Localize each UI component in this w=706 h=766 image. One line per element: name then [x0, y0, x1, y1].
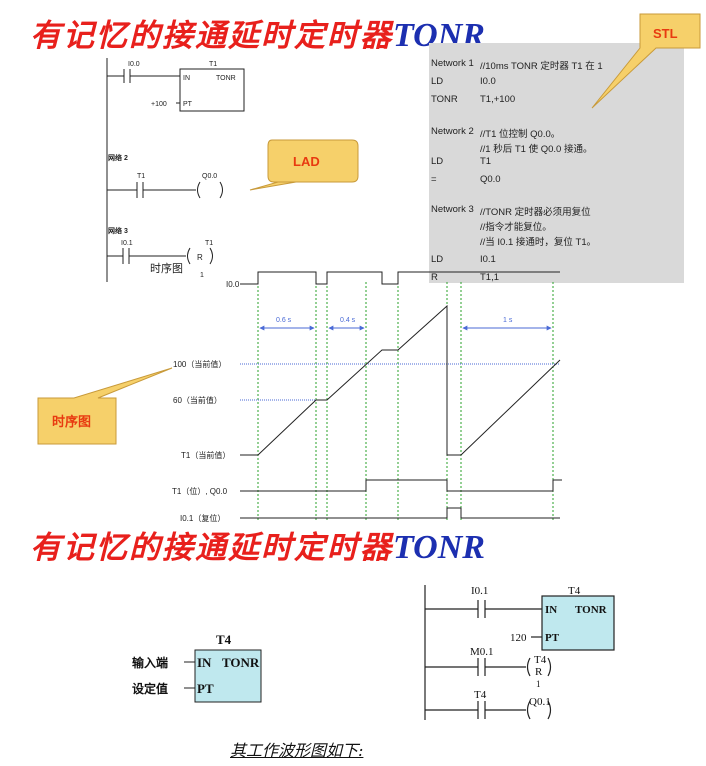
setpoint-label: 设定值 — [132, 681, 168, 696]
stl-listing — [429, 43, 684, 283]
stl-op: Network 3 — [431, 204, 474, 215]
signal-label: 100（当前值） — [173, 359, 226, 369]
stl-op: R — [431, 272, 438, 283]
title-cn: 有记忆的接通延时定时器 — [30, 530, 393, 566]
callout-lad: LAD — [249, 139, 359, 191]
stl-op: LD — [431, 76, 444, 87]
box-title: T4 — [216, 632, 232, 647]
in-label: IN — [183, 75, 190, 82]
box-type: TONR — [222, 655, 260, 670]
coil-label: T4 — [534, 654, 547, 666]
stl-arg: Q0.0 — [480, 174, 501, 185]
interval-label: 1 s — [503, 317, 513, 324]
coil-label: Q0.0 — [202, 173, 217, 180]
input-label: 输入端 — [132, 655, 168, 670]
section-title: 有记忆的接通延时定时器TONR — [30, 522, 485, 567]
stl-arg: T1,1 — [480, 272, 500, 283]
stl-arg: //1 秒后 T1 使 Q0.0 接通。 — [480, 144, 593, 155]
network-header: 网络 3 — [108, 226, 128, 235]
overlay-label: 时序图 — [150, 261, 183, 275]
timer-box-t1 — [179, 68, 245, 112]
bottom-timer-box: T4 IN TONR PT 输入端 设定值 — [132, 632, 262, 703]
callout-timing-text: 时序图 — [52, 414, 91, 429]
pt-value: 120 — [510, 632, 527, 644]
timer-label: T1 — [209, 61, 217, 68]
title-tonr: TONR — [393, 529, 485, 566]
callout-timing: 时序图 — [37, 367, 173, 445]
wave-t1-current — [240, 304, 561, 456]
signal-label: 60（当前值） — [173, 395, 222, 405]
callout-stl-text: STL — [653, 26, 678, 41]
stl-arg: //T1 位控制 Q0.0。 — [480, 129, 561, 140]
contact-label: I0.0 — [128, 61, 140, 68]
stl-arg: //TONR 定时器必须用复位 — [480, 207, 591, 218]
network-header: 网络 2 — [108, 153, 128, 162]
stl-op: = — [431, 174, 437, 185]
contact-label: T1 — [137, 173, 145, 180]
type-label: TONR — [216, 75, 236, 82]
stl-op: Network 2 — [431, 126, 474, 137]
type-label: TONR — [575, 604, 608, 616]
lad-bottom-labels: I0.1 T4 IN TONR 120 PT M0.1 T4 R 1 T4 Q0… — [470, 585, 608, 708]
stl-op: TONR — [431, 94, 458, 105]
count-label: 1 — [200, 272, 204, 279]
reset-label: R — [197, 253, 203, 262]
stl-op: LD — [431, 156, 444, 167]
lad-bottom — [424, 585, 615, 720]
timing-diagram: 0.6 s 0.4 s 1 s I0.0 100（当前值） 60（当前值） T1… — [172, 271, 562, 523]
box-pt: PT — [197, 681, 214, 696]
pt-value: +100 — [151, 101, 167, 108]
stl-arg: I0.0 — [480, 76, 496, 87]
timer-box-t4 — [541, 595, 615, 651]
interval-label: 0.6 s — [276, 317, 292, 324]
timer-label: T1 — [205, 240, 213, 247]
waveform-caption: 其工作波形图如下: — [230, 741, 364, 760]
title-cn: 有记忆的接通延时定时器 — [30, 18, 393, 54]
contact-label: I0.1 — [121, 240, 133, 247]
signal-label: I0.1（复位） — [180, 513, 225, 523]
stl-arg: I0.1 — [480, 254, 496, 265]
timer-label: T4 — [568, 585, 581, 597]
stl-op: LD — [431, 254, 444, 265]
reset-label: R — [535, 666, 543, 678]
in-label: IN — [545, 604, 557, 616]
box-in: IN — [197, 655, 212, 670]
wave-i01 — [240, 507, 560, 519]
stl-arg: //指令才能复位。 — [480, 222, 552, 233]
count-label: 1 — [536, 679, 541, 689]
stl-arg: //10ms TONR 定时器 T1 在 1 — [480, 61, 603, 72]
lad-top — [106, 58, 245, 282]
contact-label: M0.1 — [470, 646, 494, 658]
coil-label: Q0.1 — [529, 696, 551, 708]
page-title: 有记忆的接通延时定时器TONR — [30, 10, 485, 55]
stl-arg: T1,+100 — [480, 94, 516, 105]
stl-op: Network 1 — [431, 58, 474, 69]
coil-q00-right — [219, 181, 223, 199]
callout-stl: STL — [591, 13, 701, 109]
signal-label: I0.0 — [226, 280, 240, 289]
coil-q00-left — [197, 181, 201, 199]
signal-label: T1（当前值） — [181, 450, 230, 460]
contact-label: T4 — [474, 689, 487, 701]
lad-top-labels: I0.0 T1 IN TONR +100 PT 网络 2 T1 Q0.0 网络 … — [108, 61, 236, 279]
pt-label: PT — [545, 632, 560, 644]
interval-label: 0.4 s — [340, 317, 356, 324]
stl-arg: //当 I0.1 接通时，复位 T1。 — [480, 237, 597, 248]
wave-i00 — [240, 271, 560, 285]
callout-lad-text: LAD — [293, 154, 320, 169]
wave-t1-bit — [240, 479, 562, 492]
stl-arg: T1 — [480, 156, 492, 167]
contact-label: I0.1 — [471, 585, 488, 597]
signal-label: T1（位）, Q0.0 — [172, 486, 228, 496]
pt-label: PT — [183, 101, 193, 108]
